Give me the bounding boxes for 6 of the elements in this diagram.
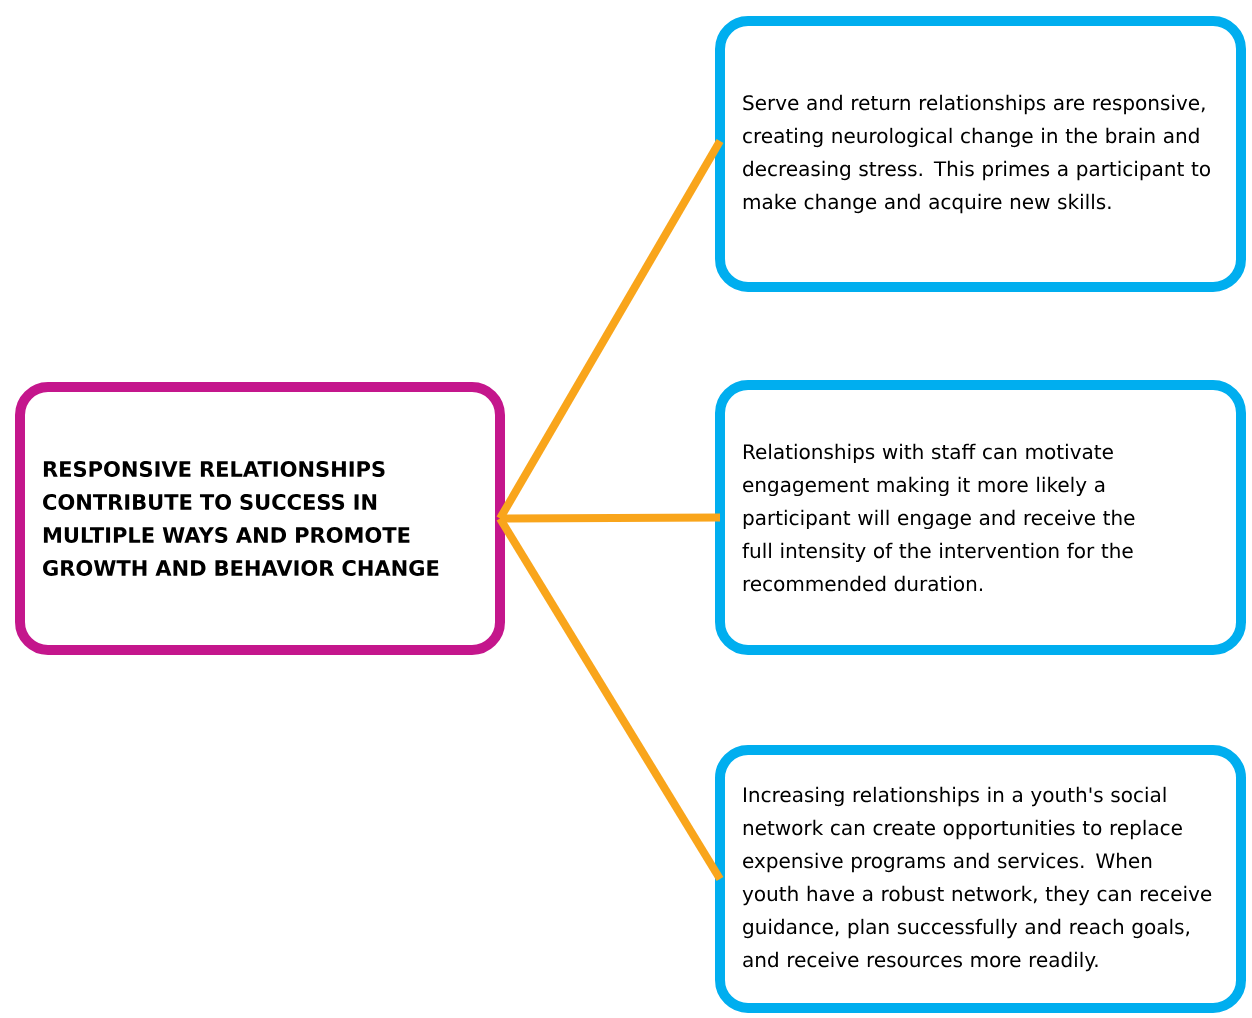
connector-line — [496, 139, 724, 521]
text-box: Relationships with staff can motivate engagement making it more likely a participant will engage and receive the full intensity of the intervention for the recommended duration. — [715, 380, 1246, 655]
text-box: Increasing relationships in a youth's social network can create opportunities to replace expensive programs and services. When youth have a robust network, they can receive guidance, plan successfully and reach goals, and receive resources more readily. — [715, 745, 1246, 1013]
connector-line — [496, 516, 724, 882]
text-box: Serve and return relationships are responsive, creating neurological change in the brain and decreasing stress. This primes a participant to make change and acquire new skills. — [715, 16, 1246, 292]
title-box: RESPONSIVE RELATIONSHIPS CONTRIBUTE TO SUCCESS IN MULTIPLE WAYS AND PROMOTE GROWTH AND BEHAVIOR CHANGE — [15, 382, 505, 655]
